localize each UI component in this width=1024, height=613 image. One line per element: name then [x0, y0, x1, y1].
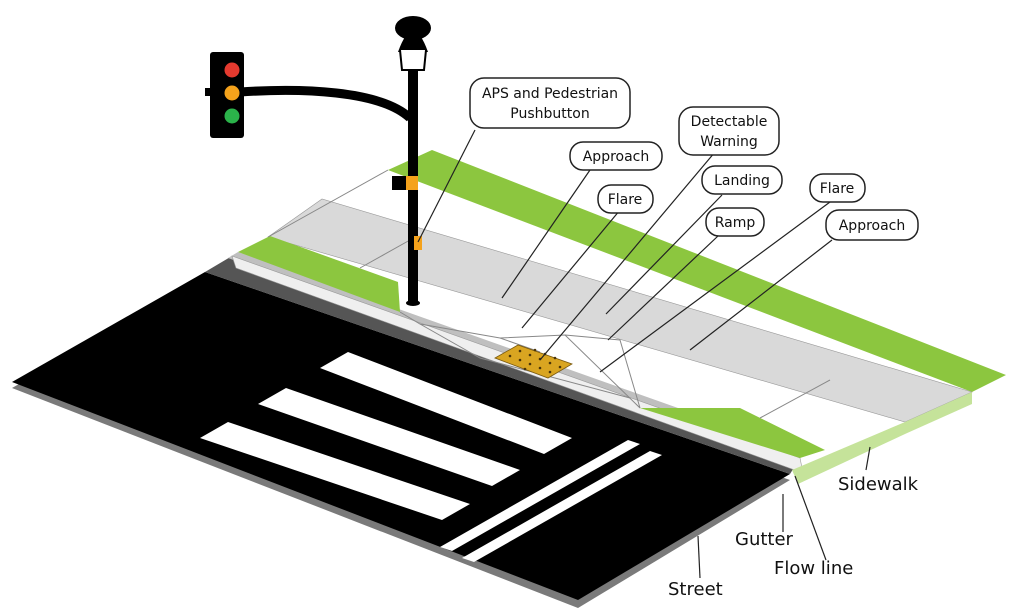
- street: [12, 272, 790, 608]
- stop-line: [462, 451, 662, 562]
- yellow-light-icon: [224, 85, 240, 101]
- callout-flare-right: Flare: [809, 173, 866, 203]
- flow-line-label: Flow line: [774, 558, 853, 579]
- callout-dw-line1: Detectable: [691, 114, 768, 130]
- callout-flare-left: Flare: [597, 184, 654, 214]
- detectable-warning-pad: [494, 344, 573, 379]
- callout-ramp: Ramp: [705, 207, 765, 237]
- callout-landing: Landing: [701, 165, 783, 195]
- street-label: Street: [668, 579, 723, 600]
- callout-approach-right: Approach: [825, 209, 919, 241]
- ramp-outline: [267, 169, 831, 419]
- crosswalk-stripe: [320, 352, 572, 454]
- callout-approach-left: Approach: [569, 141, 663, 171]
- callout-aps: APS and Pedestrian Pushbutton: [469, 77, 631, 129]
- callout-detectable-warning: Detectable Warning: [678, 106, 780, 156]
- callout-landing-label: Landing: [714, 173, 770, 189]
- callout-ramp-label: Ramp: [715, 215, 756, 231]
- stop-line: [440, 440, 640, 551]
- leader-lines: [417, 129, 871, 579]
- green-light-icon: [224, 108, 240, 124]
- red-light-icon: [224, 62, 240, 78]
- signal-pole: [239, 16, 431, 306]
- crosswalk-stripe: [200, 422, 470, 520]
- callout-approach-left-label: Approach: [583, 149, 650, 165]
- callout-flare-right-label: Flare: [820, 181, 855, 197]
- traffic-light: [205, 52, 244, 138]
- callout-flare-left-label: Flare: [608, 192, 643, 208]
- gutter-label: Gutter: [735, 529, 794, 550]
- callout-aps-line1: APS and Pedestrian: [482, 86, 618, 102]
- callout-aps-line2: Pushbutton: [510, 106, 589, 122]
- sidewalk-label: Sidewalk: [838, 474, 919, 495]
- sidewalk-surface: [238, 150, 1006, 484]
- crosswalk-stripe: [258, 388, 520, 486]
- callout-dw-line2: Warning: [700, 134, 758, 150]
- callout-approach-right-label: Approach: [839, 218, 906, 234]
